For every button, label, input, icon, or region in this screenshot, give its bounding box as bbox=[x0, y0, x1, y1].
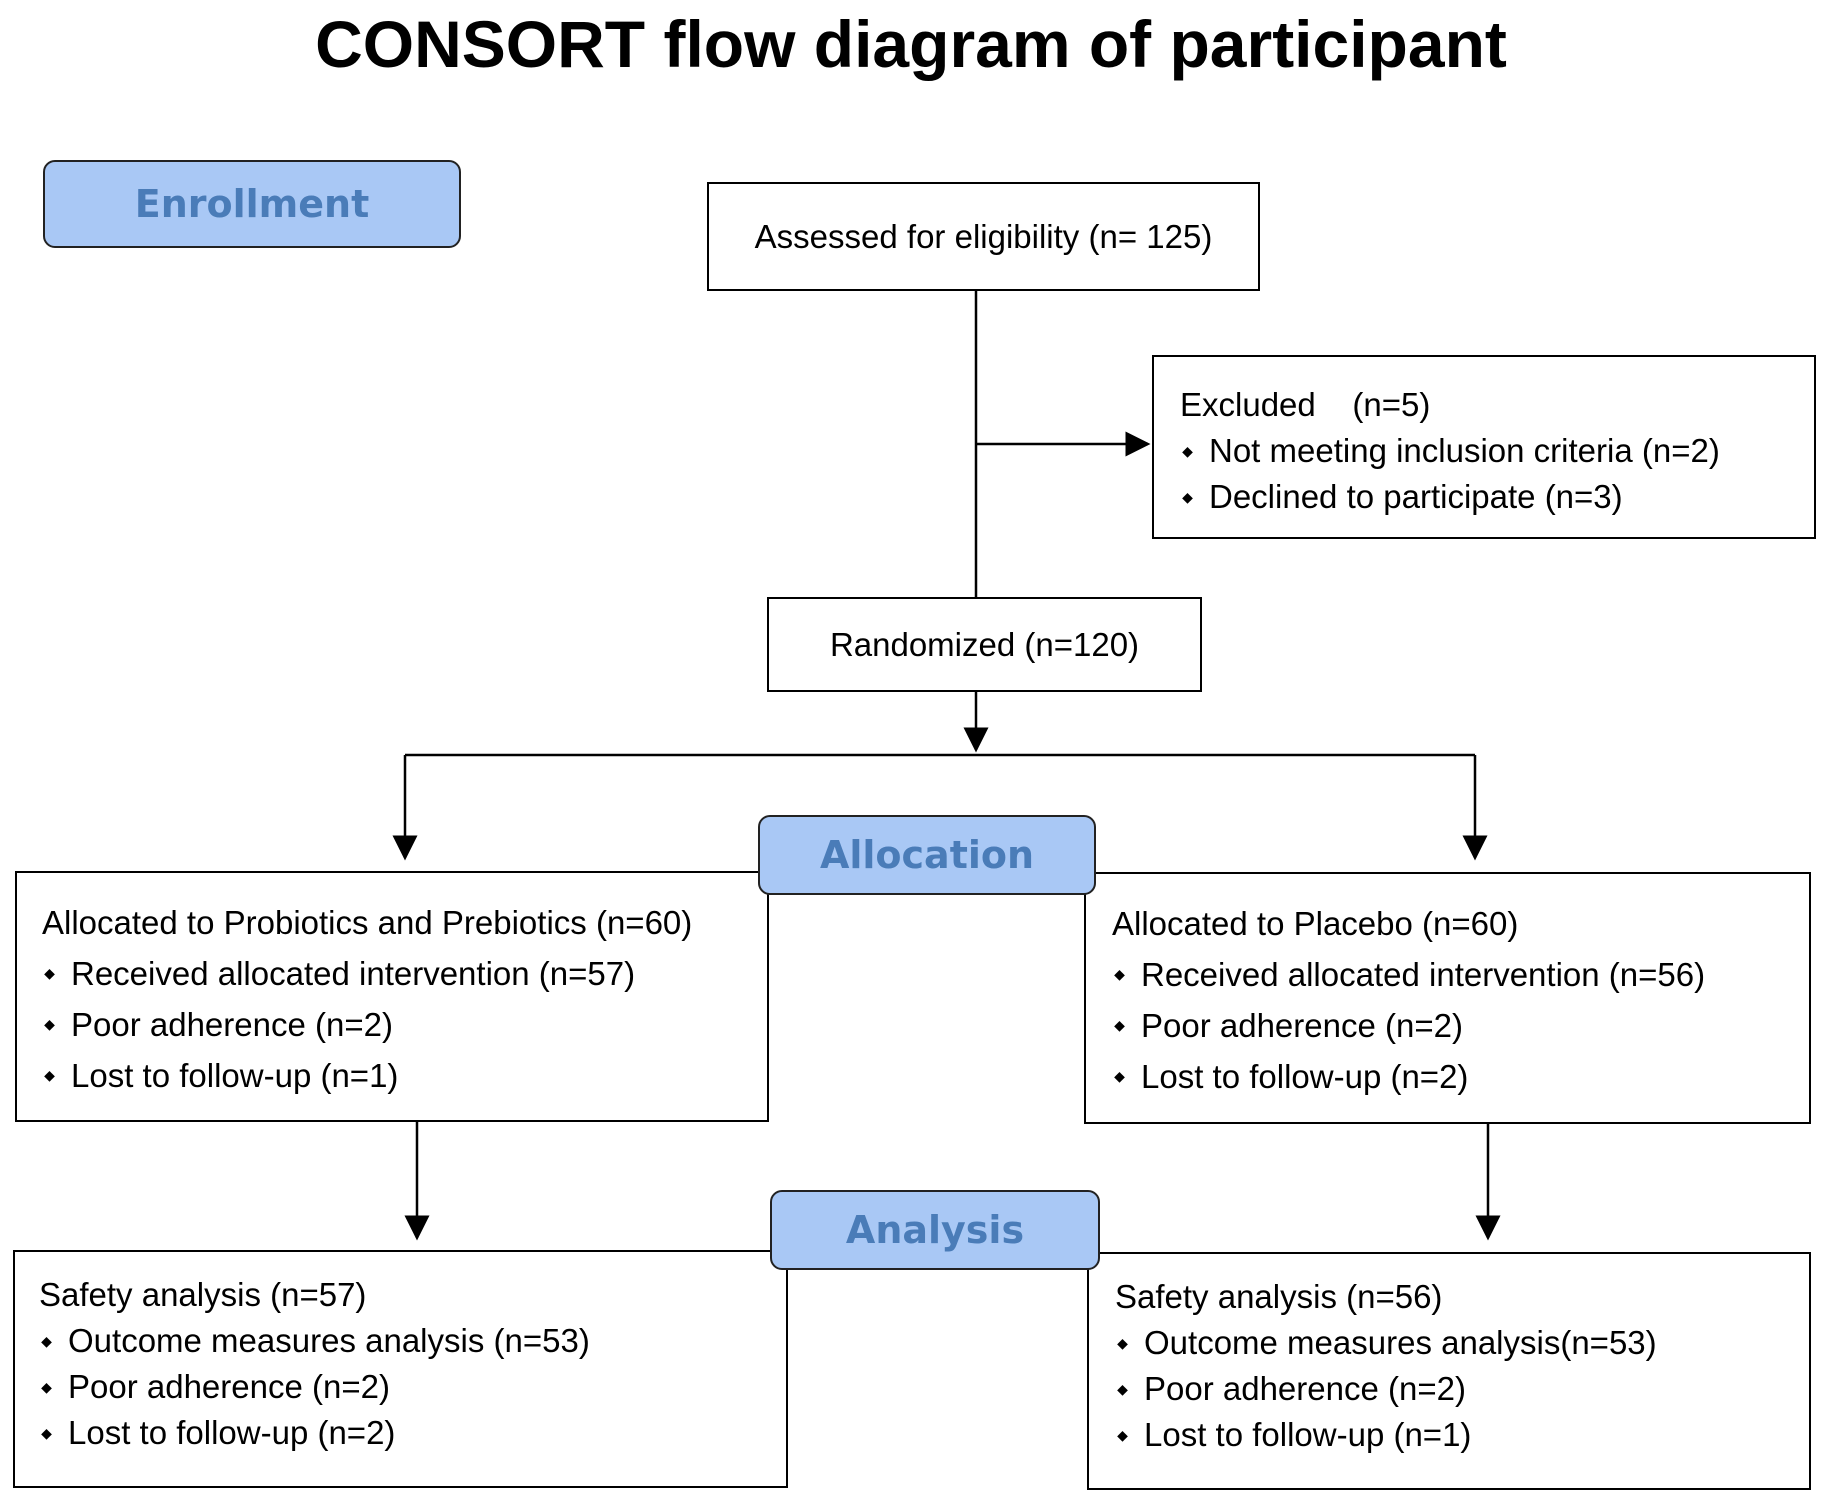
allocated-left-heading: Allocated to Probiotics and Prebiotics (… bbox=[42, 904, 693, 941]
excluded-heading: Excluded (n=5) bbox=[1180, 386, 1431, 423]
allocated-right-item-text: Lost to follow-up (n=2) bbox=[1141, 1058, 1469, 1095]
allocated-right-heading: Allocated to Placebo (n=60) bbox=[1112, 905, 1519, 942]
analysis-left-heading: Safety analysis (n=57) bbox=[39, 1276, 367, 1313]
excluded-item-text: Not meeting inclusion criteria (n=2) bbox=[1209, 432, 1720, 469]
bullet-icon: ◆ bbox=[41, 1425, 52, 1441]
allocated-left-item: ◆ Poor adherence (n=2) bbox=[42, 999, 767, 1050]
analysis-left-item-text: Outcome measures analysis (n=53) bbox=[68, 1322, 590, 1359]
excluded-item-text: Declined to participate (n=3) bbox=[1209, 478, 1623, 515]
bullet-icon: ◆ bbox=[1114, 1068, 1125, 1084]
assessed-text: Assessed for eligibility (n= 125) bbox=[754, 217, 1213, 255]
bullet-icon: ◆ bbox=[44, 1016, 55, 1032]
bullet-icon: ◆ bbox=[1117, 1335, 1128, 1351]
bullet-icon: ◆ bbox=[1114, 1017, 1125, 1033]
analysis-right-box: Safety analysis (n=56) ◆ Outcome measure… bbox=[1087, 1252, 1811, 1490]
bullet-icon: ◆ bbox=[1117, 1427, 1128, 1443]
allocated-left-item: ◆ Lost to follow-up (n=1) bbox=[42, 1050, 767, 1101]
bullet-icon: ◆ bbox=[41, 1379, 52, 1395]
diagram-title: CONSORT flow diagram of participant bbox=[315, 7, 1507, 81]
bullet-icon: ◆ bbox=[44, 1067, 55, 1083]
analysis-right-item-text: Outcome measures analysis(n=53) bbox=[1144, 1324, 1657, 1361]
analysis-right-item-text: Poor adherence (n=2) bbox=[1144, 1370, 1466, 1407]
allocated-right-item-text: Received allocated intervention (n=56) bbox=[1141, 956, 1706, 993]
analysis-left-item: ◆ Outcome measures analysis (n=53) bbox=[39, 1318, 786, 1364]
excluded-item: ◆ Not meeting inclusion criteria (n=2) bbox=[1180, 428, 1814, 474]
analysis-right-item-text: Lost to follow-up (n=1) bbox=[1144, 1416, 1472, 1453]
allocated-left-item-text: Lost to follow-up (n=1) bbox=[71, 1057, 399, 1094]
allocated-right-item: ◆ Received allocated intervention (n=56) bbox=[1112, 949, 1809, 1000]
excluded-box: Excluded (n=5) ◆ Not meeting inclusion c… bbox=[1152, 355, 1816, 539]
allocated-right-item-text: Poor adherence (n=2) bbox=[1141, 1007, 1463, 1044]
excluded-item: ◆ Declined to participate (n=3) bbox=[1180, 474, 1814, 520]
randomized-text: Randomized (n=120) bbox=[829, 625, 1140, 663]
allocated-left-item: ◆ Received allocated intervention (n=57) bbox=[42, 948, 767, 999]
bullet-icon: ◆ bbox=[1182, 443, 1193, 459]
allocated-left-box: Allocated to Probiotics and Prebiotics (… bbox=[15, 871, 769, 1122]
analysis-right-item: ◆ Outcome measures analysis(n=53) bbox=[1115, 1320, 1809, 1366]
analysis-left-item: ◆ Poor adherence (n=2) bbox=[39, 1364, 786, 1410]
allocated-left-item-text: Received allocated intervention (n=57) bbox=[71, 955, 636, 992]
bullet-icon: ◆ bbox=[41, 1333, 52, 1349]
analysis-left-item-text: Lost to follow-up (n=2) bbox=[68, 1414, 396, 1451]
bullet-icon: ◆ bbox=[1117, 1381, 1128, 1397]
allocated-right-item: ◆ Poor adherence (n=2) bbox=[1112, 1000, 1809, 1051]
analysis-left-item: ◆ Lost to follow-up (n=2) bbox=[39, 1410, 786, 1456]
analysis-left-box: Safety analysis (n=57) ◆ Outcome measure… bbox=[13, 1250, 788, 1488]
bullet-icon: ◆ bbox=[44, 965, 55, 981]
stage-enrollment: Enrollment bbox=[43, 160, 461, 248]
allocated-right-box: Allocated to Placebo (n=60) ◆ Received a… bbox=[1084, 872, 1811, 1124]
bullet-icon: ◆ bbox=[1182, 489, 1193, 505]
analysis-right-item: ◆ Lost to follow-up (n=1) bbox=[1115, 1412, 1809, 1458]
analysis-left-item-text: Poor adherence (n=2) bbox=[68, 1368, 390, 1405]
stage-allocation: Allocation bbox=[758, 815, 1096, 895]
analysis-right-heading: Safety analysis (n=56) bbox=[1115, 1278, 1443, 1315]
randomized-box: Randomized (n=120) bbox=[767, 597, 1202, 692]
bullet-icon: ◆ bbox=[1114, 966, 1125, 982]
analysis-right-item: ◆ Poor adherence (n=2) bbox=[1115, 1366, 1809, 1412]
allocated-left-item-text: Poor adherence (n=2) bbox=[71, 1006, 393, 1043]
assessed-box: Assessed for eligibility (n= 125) bbox=[707, 182, 1260, 291]
stage-analysis: Analysis bbox=[770, 1190, 1100, 1270]
allocated-right-item: ◆ Lost to follow-up (n=2) bbox=[1112, 1051, 1809, 1102]
